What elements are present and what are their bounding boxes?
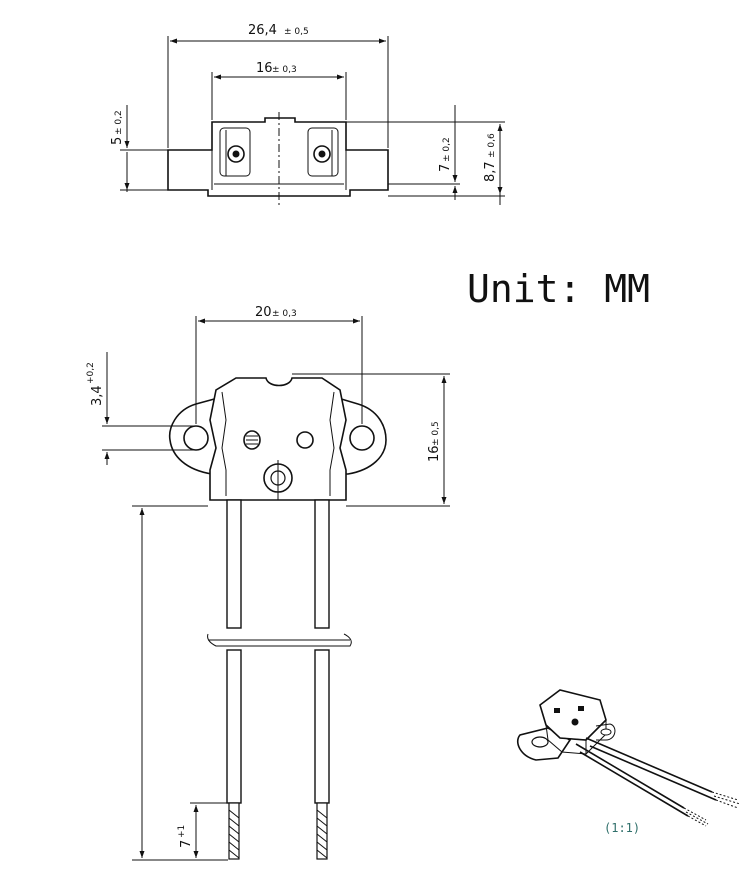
dim-pin-spacing-tol: ± 0,3 (272, 65, 297, 75)
dim-flange-height-tol: ± 0,2 (114, 110, 124, 135)
front-view-body (209, 377, 347, 501)
mount-hole-left (183, 425, 209, 451)
contact-hole-right (296, 431, 314, 449)
dim-hole-diameter: 3,4 (90, 385, 105, 406)
dim-overall-height-tol: ± 0,6 (487, 133, 497, 158)
top-view: 26,4 ± 0,5 16 ± 0,3 5 ± 0,2 7 ± 0,2 8,7 … (110, 23, 505, 205)
dim-width-overall: 26,4 (248, 23, 277, 38)
dim-hole-spacing-tol: ± 0,3 (272, 309, 297, 319)
dim-front-body-height-tol: ± 0,5 (431, 421, 441, 446)
dim-body-height-tol: ± 0,2 (442, 137, 452, 162)
dim-width-overall-tol: ± 0,5 (284, 27, 309, 37)
lead-wires (207, 499, 352, 860)
dim-strip-length-tol: +1 (177, 825, 187, 838)
front-view: 20 ± 0,3 3,4 +0,2 16 ± 0,5 (86, 305, 450, 861)
mount-hole-right (349, 425, 375, 451)
scale-label: (1:1) (604, 821, 640, 835)
dim-hole-spacing: 20 (255, 305, 272, 320)
dim-flange-height: 5 (110, 137, 125, 145)
dim-pin-spacing: 16 (256, 61, 273, 76)
dim-front-body-height: 16 (427, 445, 442, 462)
isometric-view (516, 689, 741, 827)
dim-overall-height: 8,7 (483, 161, 498, 182)
dim-body-height: 7 (438, 164, 453, 172)
dim-strip-length: 7 (179, 840, 194, 848)
unit-label: Unit: MM (467, 267, 650, 311)
dim-hole-diameter-tol: +0,2 (86, 362, 96, 384)
